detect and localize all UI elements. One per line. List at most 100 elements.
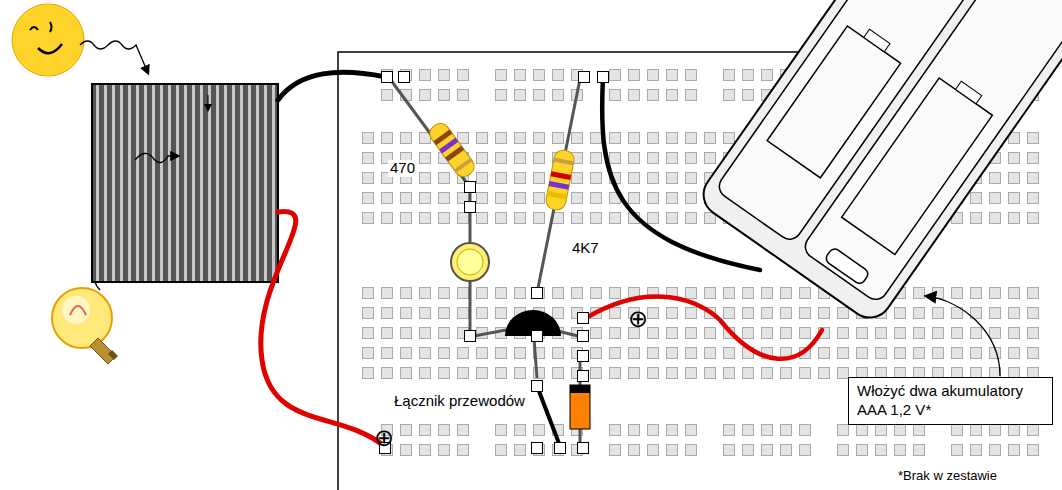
hole [724, 70, 735, 81]
hole [648, 173, 659, 184]
hole [458, 70, 469, 81]
red-wire [261, 212, 384, 446]
hole [667, 368, 678, 379]
hole [465, 202, 476, 213]
hole [496, 445, 507, 456]
hole [743, 308, 754, 319]
hole [952, 348, 963, 359]
hole [914, 288, 925, 299]
hole [629, 173, 640, 184]
hole [458, 445, 469, 456]
hole [439, 328, 450, 339]
hole [895, 348, 906, 359]
wire-link [537, 386, 560, 446]
hole [667, 425, 678, 436]
hole [705, 328, 716, 339]
hole [610, 348, 621, 359]
hole [591, 133, 602, 144]
hole [578, 313, 589, 324]
hole [705, 348, 716, 359]
hole [578, 331, 589, 342]
hole [496, 173, 507, 184]
hole [1009, 193, 1020, 204]
hole [610, 425, 621, 436]
hole [952, 328, 963, 339]
hole [952, 288, 963, 299]
hole [401, 193, 412, 204]
hole [477, 368, 488, 379]
hole [591, 368, 602, 379]
hole [686, 328, 697, 339]
hole [667, 153, 678, 164]
polarity-mark: ⊕ [374, 425, 394, 451]
hole [496, 70, 507, 81]
hole [553, 70, 564, 81]
hole [382, 348, 393, 359]
hole [800, 328, 811, 339]
part-label: 4K7 [570, 240, 601, 257]
hole [686, 425, 697, 436]
hole [553, 90, 564, 101]
hole [534, 213, 545, 224]
hole [1028, 173, 1039, 184]
hole [743, 368, 754, 379]
hole [610, 153, 621, 164]
hole [648, 328, 659, 339]
red-wire [586, 297, 822, 359]
hole [534, 153, 545, 164]
hole [838, 348, 849, 359]
hole [420, 368, 431, 379]
hole [534, 90, 545, 101]
hole [532, 381, 543, 392]
hole [762, 368, 773, 379]
hole [1028, 153, 1039, 164]
hole [1028, 193, 1039, 204]
hole [743, 70, 754, 81]
hole [591, 153, 602, 164]
hole [591, 288, 602, 299]
hole [990, 308, 1001, 319]
hole [401, 348, 412, 359]
hole [496, 213, 507, 224]
hole [439, 425, 450, 436]
hole [534, 133, 545, 144]
hole [420, 133, 431, 144]
polarity-mark: ⊕ [628, 306, 648, 332]
hole [477, 193, 488, 204]
hole [648, 90, 659, 101]
hole [382, 368, 393, 379]
hole [648, 368, 659, 379]
hole [382, 328, 393, 339]
hole [610, 90, 621, 101]
hole [591, 213, 602, 224]
hole [933, 348, 944, 359]
hole [465, 331, 476, 342]
hole [724, 288, 735, 299]
hole [1009, 173, 1020, 184]
hole [534, 70, 545, 81]
hole [515, 153, 526, 164]
hole [477, 133, 488, 144]
hole [990, 173, 1001, 184]
hole [382, 308, 393, 319]
hole [363, 173, 374, 184]
hole [800, 308, 811, 319]
hole [1009, 288, 1020, 299]
hole [1028, 213, 1039, 224]
used-holes [380, 72, 609, 454]
hole [648, 348, 659, 359]
hole [1009, 425, 1020, 436]
hole [629, 133, 640, 144]
hole [458, 90, 469, 101]
hole [1028, 425, 1039, 436]
diode-symbol [570, 358, 590, 445]
hole [724, 445, 735, 456]
hole [838, 368, 849, 379]
hole [629, 70, 640, 81]
hole [399, 72, 410, 83]
hole [553, 288, 564, 299]
hole [458, 368, 469, 379]
hole [439, 445, 450, 456]
hole [363, 213, 374, 224]
hole [667, 193, 678, 204]
